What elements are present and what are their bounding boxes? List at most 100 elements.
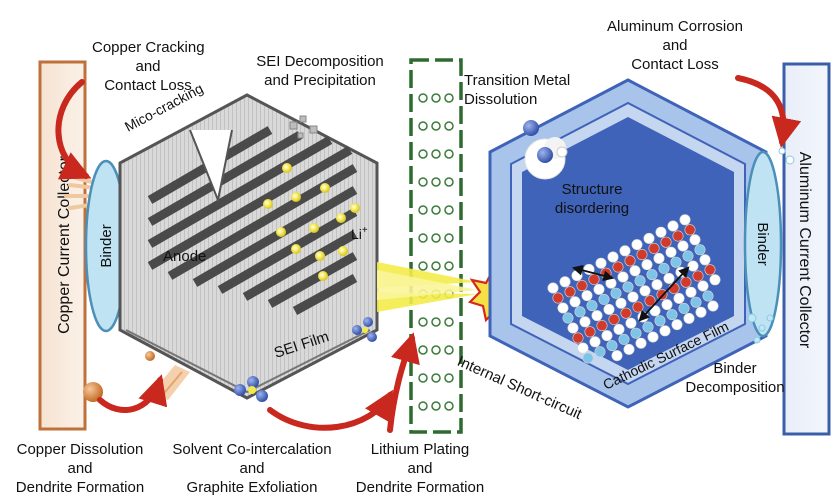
lattice-atom [608,313,620,325]
binder-left-label: Binder [98,224,115,267]
separator-pore [418,401,428,411]
separator-pore [431,177,441,187]
lattice-atom [591,310,603,322]
lattice-atom [666,309,678,321]
aluminum-current-collector: Aluminum Current Collector [782,62,831,436]
separator-pore [431,233,441,243]
graphite-layers [147,126,358,315]
lattice-atom [647,331,659,343]
separator-pore [418,121,428,131]
lattice-atom [641,259,653,271]
lattice-atom [588,273,600,285]
lattice-atom [642,321,654,333]
lattice-atom [695,306,707,318]
lattice-atom [627,291,639,303]
lattice-atom [574,306,586,318]
lattice-atom [697,280,709,292]
cathode-hexagon: Structure disordering Cathodic Surface F… [488,78,768,409]
lattice-atom [671,319,683,331]
lattice-atom [660,236,672,248]
lattice-atom [624,255,636,267]
copper-current-collector: Copper Current Collector [38,60,87,431]
lattice-atom [699,254,711,266]
separator-pore [431,205,441,215]
lattice-atom [586,300,598,312]
separator-pore [431,345,441,355]
aluminum-collector-label: Aluminum Current Collector [796,152,813,349]
lattice-atom [613,323,625,335]
lattice-atom [684,224,696,236]
separator-pore [418,205,428,215]
lattice-atom [567,322,579,334]
separator-pore [444,373,454,383]
lattice-atom [607,251,619,263]
lattice-atom [651,279,663,291]
lattice-atom [577,342,589,354]
lattice-atom [653,252,665,264]
lattice-atom [677,240,689,252]
lattice-atom [564,286,576,298]
lattice-atom [611,350,623,362]
li-ion-label: Li [351,226,362,242]
lattice-atom [659,325,671,337]
lattice-atom [661,299,673,311]
separator-pore [444,121,454,131]
label-lithium-plating: Lithium Plating and Dendrite Formation [355,441,485,496]
lattice-atom [584,326,596,338]
lattice-atom [679,214,691,226]
lithium-dendrites [377,262,478,312]
lattice-atom [581,290,593,302]
lattice-atom [702,290,714,302]
lattice-atom [618,333,630,345]
separator-pore [444,317,454,327]
separator-pore [444,149,454,159]
lattice-atom [595,257,607,269]
structure-disordering-line1: Structure [562,181,623,198]
lattice-atom [654,315,666,327]
anode-label: Anode [163,248,206,265]
lattice-atom [612,261,624,273]
lattice-atom [663,272,675,284]
separator-pore [444,401,454,411]
separator [409,58,463,434]
label-transition-metal: Transition Metal Dissolution [464,72,571,108]
label-sei-decomposition: SEI Decomposition and Precipitation [256,53,384,89]
lattice-atom [694,244,706,256]
lattice-atom [562,312,574,324]
separator-pore [418,345,428,355]
lattice-atom [632,301,644,313]
lattice-atom [646,269,658,281]
micro-crack [189,129,233,204]
binder-decomposition-bubbles [747,147,795,344]
lattice-atom [606,340,618,352]
lattice-atom [680,276,692,288]
binder-right: Binder [743,150,783,338]
lattice-atom [630,327,642,339]
lattice-atom [685,286,697,298]
structure-disordering-line2: disordering [555,200,629,217]
lattice-atom [682,250,694,262]
svg-text:Li+: Li+ [351,225,368,242]
separator-pore [431,149,441,159]
lattice-atom [687,260,699,272]
separator-pore [418,233,428,243]
lattice-atom [605,277,617,289]
lattice-atom [639,285,651,297]
lattice-atom [635,337,647,349]
lattice-atom [704,264,716,276]
lattice-atom [571,270,583,282]
arrow-lithium-plating [387,332,420,433]
lattice-atom [622,281,634,293]
lithium-ions [263,163,360,281]
label-aluminum-corrosion: Aluminum Corrosion and Contact Loss [607,18,743,73]
lattice-atom [667,220,679,232]
separator-pore [444,205,454,215]
lattice-atom [689,234,701,246]
arrow-aluminum-corrosion [735,75,802,148]
separator-pore [444,261,454,271]
lattice-atom [593,283,605,295]
lattice-atom [582,352,594,364]
copper-collector-label: Copper Current Collector [56,155,73,334]
separator-pore [431,317,441,327]
